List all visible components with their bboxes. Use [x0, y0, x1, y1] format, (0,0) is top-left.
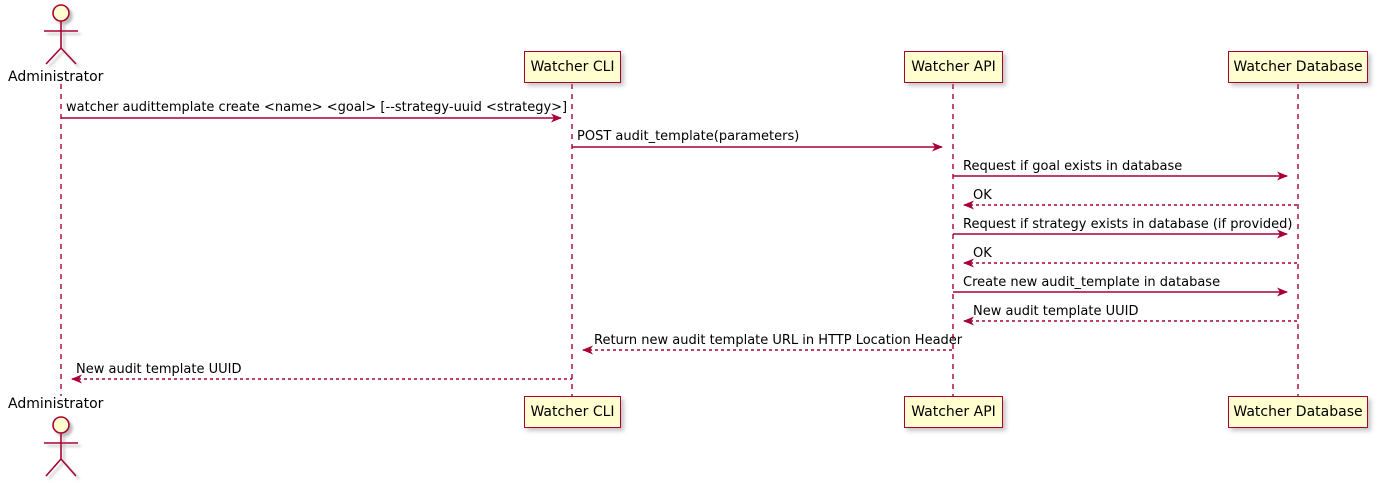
participant-watcher-cli-top[interactable]: Watcher CLI — [524, 51, 621, 83]
participant-label-watcher-api-bottom: Watcher API — [911, 404, 996, 420]
message-label-8: New audit template UUID — [973, 304, 1139, 319]
actor-label-administrator-bottom: Administrator — [8, 396, 104, 412]
message-label-1: watcher audittemplate create <name> <goa… — [66, 100, 568, 115]
message-arrows — [61, 113, 1298, 384]
participant-watcher-cli-bottom[interactable]: Watcher CLI — [524, 396, 621, 428]
message-label-2: POST audit_template(parameters) — [577, 129, 800, 144]
message-label-7: Create new audit_template in database — [963, 275, 1221, 290]
message-label-3: Request if goal exists in database — [963, 159, 1183, 174]
message-label-4: OK — [973, 188, 992, 203]
actor-icon-bottom — [44, 416, 78, 477]
participant-watcher-database-bottom[interactable]: Watcher Database — [1228, 396, 1368, 428]
participant-label-watcher-cli-top: Watcher CLI — [530, 59, 615, 75]
message-label-10: New audit template UUID — [76, 362, 242, 377]
lifelines — [60, 84, 1299, 396]
message-label-9: Return new audit template URL in HTTP Lo… — [594, 333, 963, 348]
participant-label-watcher-database-bottom: Watcher Database — [1233, 404, 1363, 420]
participant-watcher-api-bottom[interactable]: Watcher API — [904, 396, 1003, 428]
participant-label-watcher-api-top: Watcher API — [911, 59, 996, 75]
participant-label-watcher-database-top: Watcher Database — [1233, 59, 1363, 75]
message-label-6: OK — [973, 246, 992, 261]
participant-label-watcher-cli-bottom: Watcher CLI — [530, 404, 615, 420]
participant-watcher-api-top[interactable]: Watcher API — [904, 51, 1003, 83]
actor-label-administrator-top: Administrator — [8, 69, 104, 85]
participant-watcher-database-top[interactable]: Watcher Database — [1228, 51, 1368, 83]
actor-icon-top — [44, 4, 78, 65]
message-label-5: Request if strategy exists in database (… — [963, 217, 1293, 232]
